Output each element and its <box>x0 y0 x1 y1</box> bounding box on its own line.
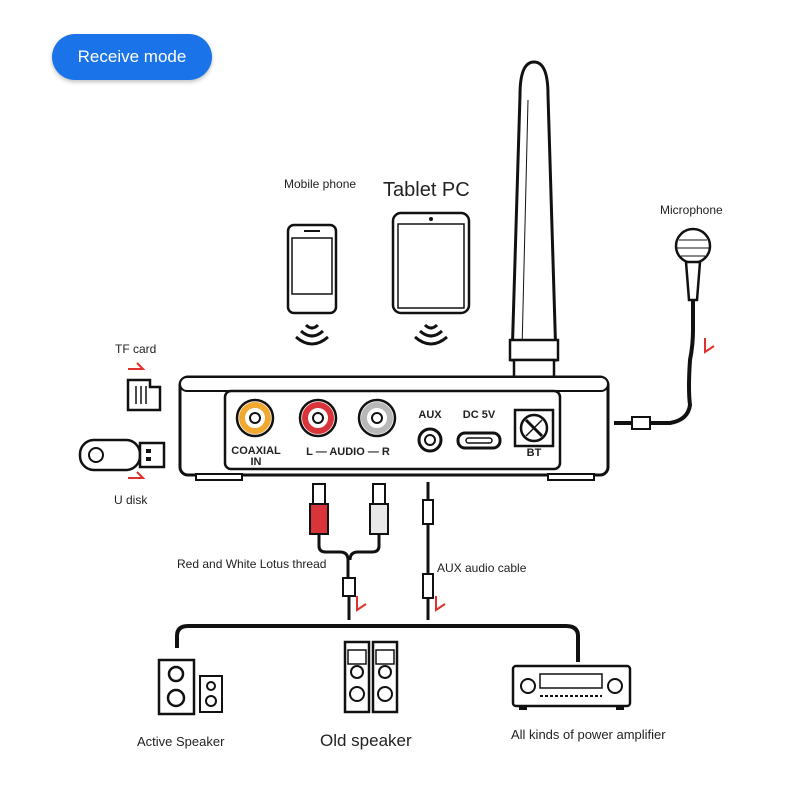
arrow-icon <box>128 471 146 479</box>
audio-left-port <box>298 398 338 438</box>
aux-cable-label: AUX audio cable <box>437 561 527 575</box>
rca-cable-icon <box>309 483 389 620</box>
old-speaker-icon <box>343 640 399 714</box>
audio-right-port <box>357 398 397 438</box>
rca-cable-label: Red and White Lotus thread <box>177 557 327 571</box>
active-speaker-label: Active Speaker <box>137 734 225 749</box>
coaxial-port-label: COAXIAL IN <box>231 445 281 468</box>
antenna <box>508 60 560 410</box>
audio-port-label: L — AUDIO — R <box>306 446 390 458</box>
amplifier-icon <box>511 664 632 710</box>
usb-drive-icon <box>78 438 166 472</box>
aux-port-label: AUX <box>418 409 442 421</box>
connection-line <box>175 624 580 662</box>
coaxial-port <box>235 398 275 438</box>
bt-port-label: BT <box>526 447 542 459</box>
aux-port <box>417 427 443 453</box>
arrow-icon <box>435 596 446 612</box>
bt-antenna-connector <box>513 408 555 448</box>
wireless-signal-icon <box>414 323 448 346</box>
dc-port <box>456 431 502 450</box>
aux-cable-icon <box>422 482 434 620</box>
arrow-icon <box>128 362 146 370</box>
arrow-icon <box>356 596 367 612</box>
mobile-phone-icon <box>286 223 338 315</box>
old-speaker-label: Old speaker <box>320 731 412 750</box>
amplifier-label: All kinds of power amplifier <box>511 727 666 742</box>
receive-mode-button[interactable]: Receive mode <box>52 34 212 80</box>
microphone-label: Microphone <box>660 203 723 217</box>
tablet-pc-label: Tablet PC <box>383 179 470 201</box>
mobile-phone-label: Mobile phone <box>284 177 357 191</box>
active-speaker-icon <box>157 658 223 716</box>
dc-port-label: DC 5V <box>462 409 496 421</box>
microphone-icon <box>614 227 712 430</box>
tf-card-label: TF card <box>115 342 157 356</box>
tablet-icon <box>391 211 471 315</box>
wireless-signal-icon <box>295 323 329 346</box>
arrow-icon <box>704 338 715 354</box>
tf-card-icon <box>126 378 162 412</box>
u-disk-label: U disk <box>114 493 148 507</box>
